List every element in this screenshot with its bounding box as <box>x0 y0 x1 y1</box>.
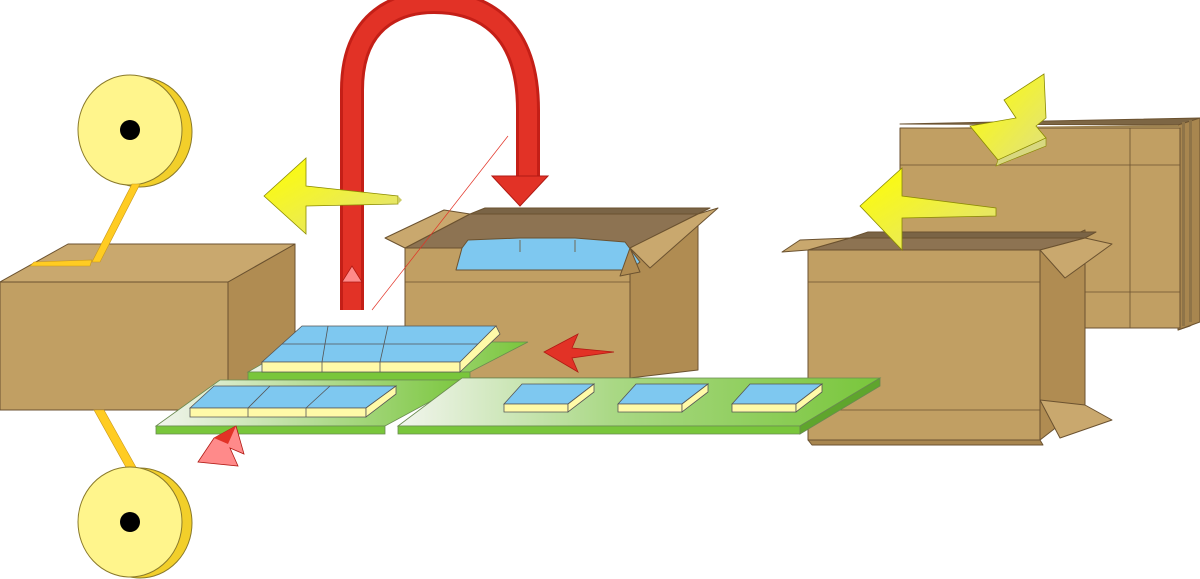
yellow-arrow-icon <box>263 157 402 235</box>
single-product-1 <box>503 383 596 413</box>
single-product-3 <box>731 383 824 413</box>
flip-arrow-icon <box>340 0 550 311</box>
product-group-three <box>188 385 398 418</box>
red-arrow-icon <box>197 425 245 467</box>
tape-roll-top-icon <box>77 74 193 263</box>
tape-roll-bottom-icon <box>77 409 193 579</box>
yellow-arrow-icon <box>969 73 1047 167</box>
single-product-2 <box>617 383 710 413</box>
yellow-arrow-icon <box>859 167 997 251</box>
product-group-six <box>260 325 501 373</box>
red-arrow-icon <box>543 333 615 373</box>
